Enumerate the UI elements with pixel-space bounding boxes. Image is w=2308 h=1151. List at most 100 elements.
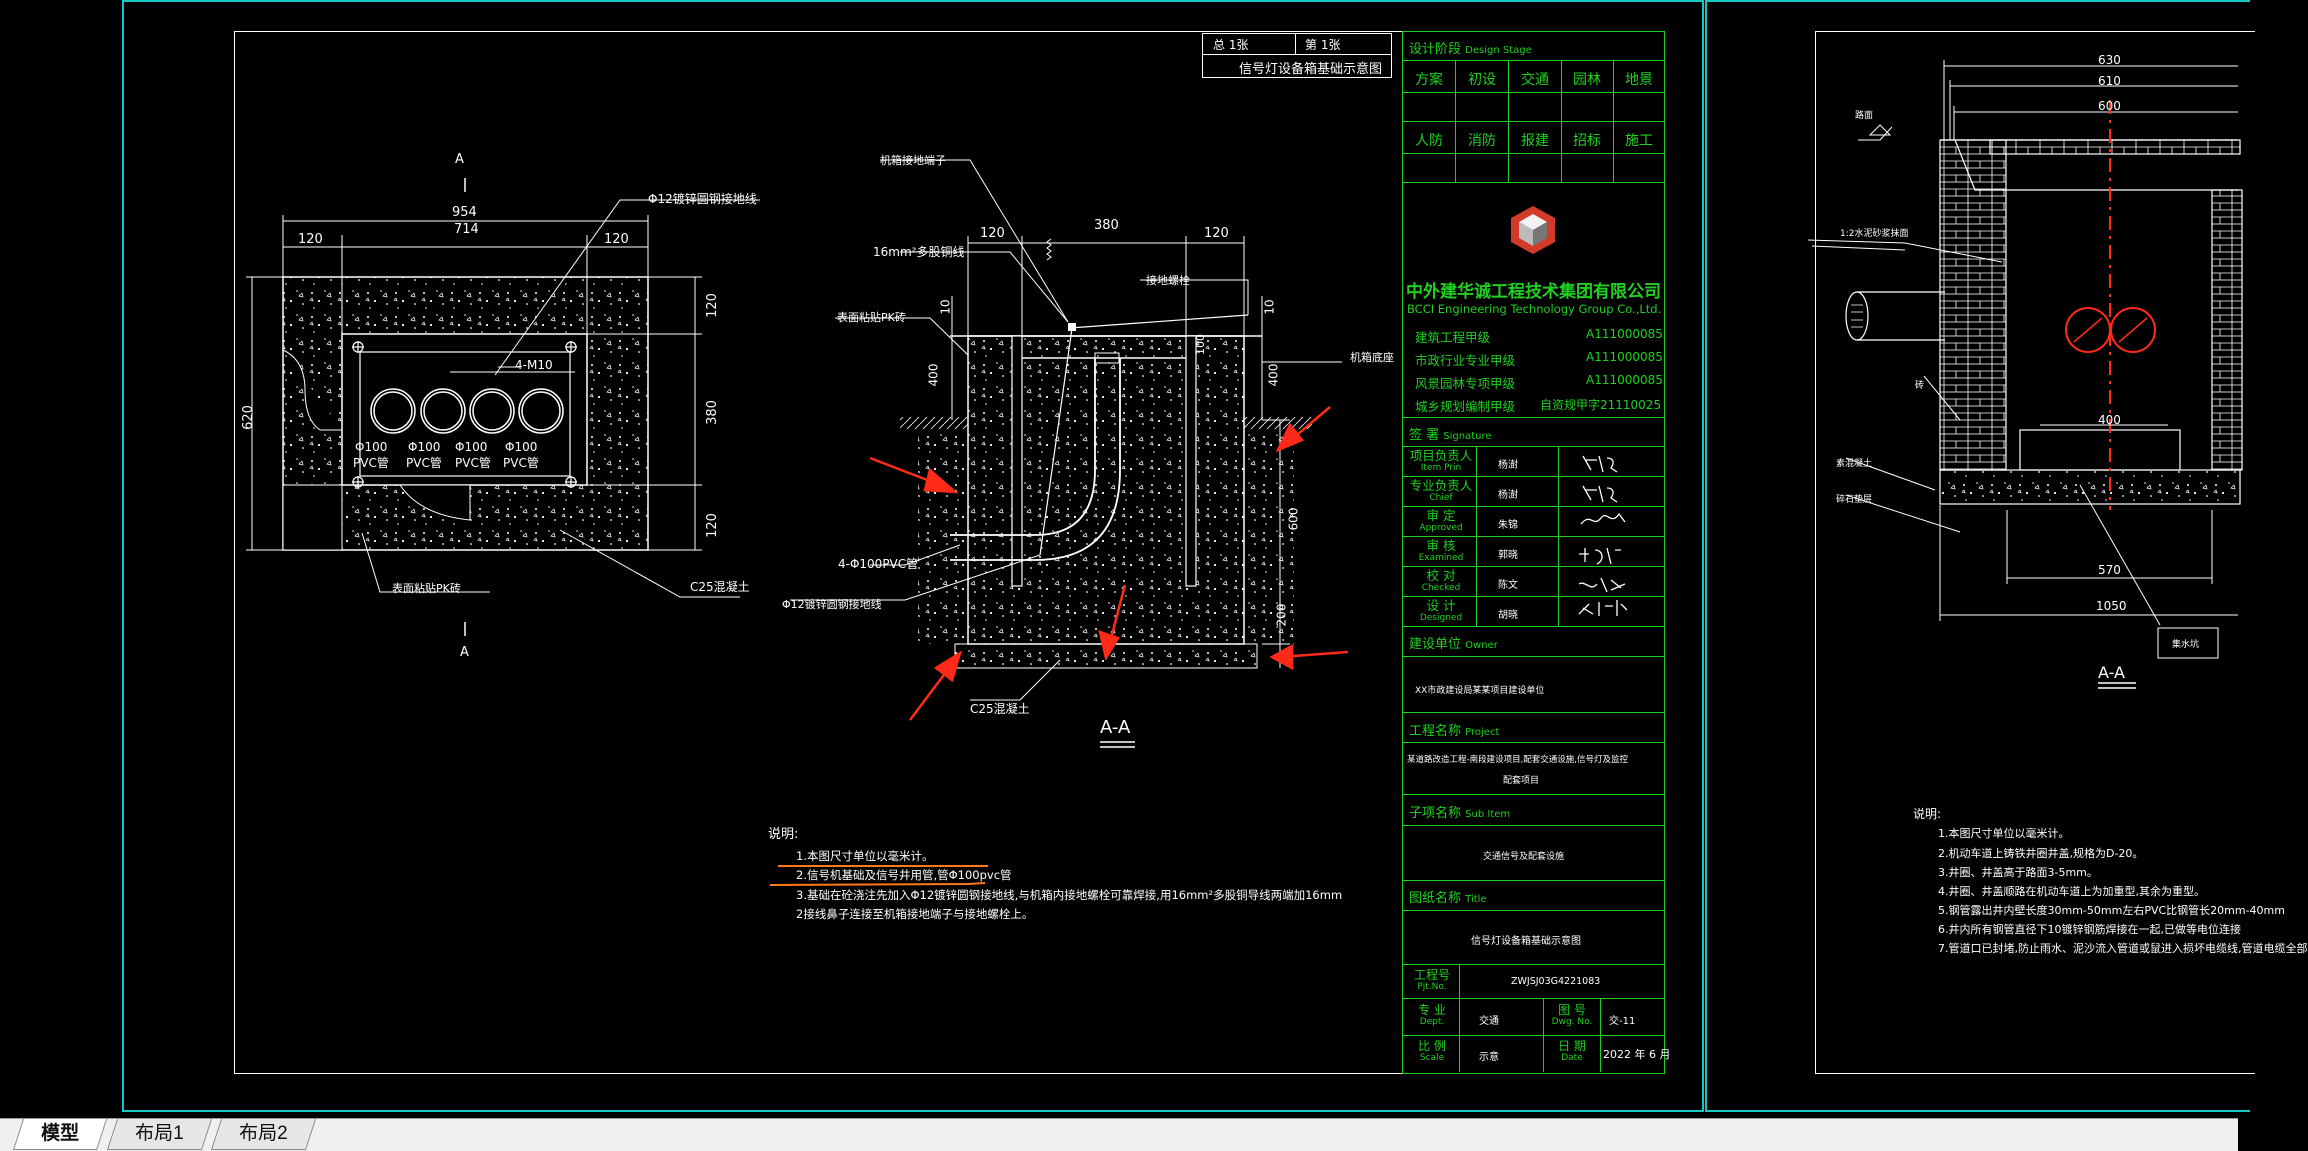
company-name-en: BCCI Engineering Technology Group Co.,Lt… (1407, 302, 1662, 316)
manhole-note-2: 2.机动车道上铸铁井圈井盖,规格为D-20。 (1938, 847, 2144, 860)
manhole-section (1807, 60, 2243, 689)
stage-garden: 园林 (1573, 72, 1601, 88)
qual-4-code: 自资规甲字21110025 (1540, 398, 1662, 412)
manhole-notes-heading: 说明: (1913, 807, 1942, 821)
qual-2-code: A111000085 (1586, 350, 1663, 364)
stage-tender: 招标 (1573, 133, 1601, 149)
date-value: 2022 年 6 月 (1603, 1048, 1671, 1061)
qual-3-code: A111000085 (1586, 373, 1663, 387)
tab-model[interactable]: 模型 (12, 1119, 108, 1150)
section-label-cabinet-bottom: 机箱底座 (1350, 351, 1394, 364)
plan-label-bolts: 4-M10 (515, 358, 553, 372)
section-view (790, 159, 1342, 748)
project-text: 工程名称 (1409, 724, 1462, 739)
sig-name-6: 胡晓 (1498, 610, 1518, 621)
manhole-note-6: 6.井内所有钢管直径下10镀锌钢筋焊接在一起,已做等电位连接 (1938, 923, 2241, 936)
note-3: 3.基础在砼浇注先加入Φ12镀锌圆钢接地线,与机箱内接地螺栓可靠焊接,用16mm… (796, 888, 1343, 902)
stage-fire: 消防 (1468, 133, 1496, 149)
plan-dim-120-left: 120 (298, 232, 323, 247)
sig-name-5: 陈文 (1498, 580, 1518, 591)
section-dim-10-left: 10 (938, 299, 953, 315)
section-dim-120-right: 120 (1204, 226, 1229, 241)
manhole-label-ground: 路面 (1855, 111, 1874, 121)
sub-item-en: Sub Item (1465, 809, 1511, 820)
scale-value: 示意 (1479, 1052, 1499, 1063)
manhole-dim-610: 610 (2098, 74, 2121, 88)
red-annotation-arrows (869, 406, 1349, 721)
section-dim-100: 100 (1194, 334, 1207, 355)
layout-sheet-frame-left (122, 0, 1704, 1112)
signature-en: Signature (1443, 431, 1492, 442)
layout-sheet-frame-right (1705, 0, 2250, 1112)
owner-text: 建设单位 (1409, 637, 1462, 652)
plan-dim-120-top: 120 (704, 293, 720, 318)
stage-traffic: 交通 (1521, 72, 1549, 88)
stage-scheme: 方案 (1415, 72, 1443, 88)
drawing-title-label: 图纸名称 Title (1409, 887, 1487, 906)
project-value-1: 某道路改造工程-南段建设项目,配套交通设施,信号灯及监控 (1407, 755, 1628, 765)
plan-pipe-dia-4: Φ100 (505, 440, 538, 454)
notes-heading: 说明: (768, 827, 799, 842)
manhole-label-box: 集水坑 (2172, 640, 2200, 650)
manhole-label-mortar: 1:2水泥砂浆抹面 (1840, 229, 1909, 239)
cad-drawing[interactable] (0, 0, 2243, 1118)
drawing-header-box: 总 1张 第 1张 信号灯设备箱基础示意图 (1202, 33, 1392, 78)
note-2: 2.信号机基础及信号井用管,管Φ100pvc管 (796, 868, 1012, 882)
plan-pipe-dia-2: Φ100 (408, 440, 441, 454)
sub-item-label: 子项名称 Sub Item (1409, 802, 1510, 821)
plan-label-brick: 表面粘贴PK砖 (392, 582, 461, 595)
plan-dim-380: 380 (704, 400, 720, 425)
manhole-note-4: 4.井圈、井盖顺路在机动车道上为加重型,其余为重型。 (1938, 885, 2205, 898)
tab-layout2[interactable]: 布局2 (210, 1119, 316, 1150)
qual-3-name: 风景园林专项甲级 (1415, 376, 1516, 391)
plan-section-mark-top: A (455, 152, 464, 167)
manhole-dim-400: 400 (2098, 413, 2121, 427)
project-en: Project (1465, 727, 1500, 738)
sig-name-3: 朱锦 (1498, 520, 1518, 531)
tab-layout1[interactable]: 布局1 (106, 1119, 212, 1150)
manhole-dim-570: 570 (2098, 563, 2121, 577)
sheet-title: 信号灯设备箱基础示意图 (1239, 62, 1383, 77)
plan-pipe-dia-1: Φ100 (355, 440, 388, 454)
qual-1-name: 建筑工程甲级 (1415, 330, 1491, 345)
qual-2-name: 市政行业专业甲级 (1415, 353, 1516, 368)
sheet-page: 第 1张 (1305, 38, 1341, 52)
orange-underlines (769, 865, 988, 886)
manhole-note-7: 7.管道口已封堵,防止雨水、泥沙流入管道或鼠进入损坏电缆线,管道电缆全部 (1938, 942, 2308, 955)
signature-scribbles (1578, 455, 1628, 616)
dwg-no-value: 交-11 (1609, 1016, 1636, 1027)
section-dim-380: 380 (1094, 218, 1119, 233)
company-name-cn: 中外建华诚工程技术集团有限公司 (1406, 282, 1661, 302)
drawing-title-en: Title (1465, 894, 1487, 905)
manhole-section-title: A-A (2098, 663, 2125, 682)
section-label-bolt: 接地螺栓 (1146, 274, 1190, 287)
section-label-copper: 16mm²多股铜线 (873, 245, 965, 259)
plan-pipe-label-2: PVC管 (406, 456, 442, 470)
manhole-dim-630: 630 (2098, 53, 2121, 67)
design-stage-text: 设计阶段 (1409, 42, 1462, 57)
stage-landscape: 地景 (1625, 72, 1653, 88)
section-dim-400-left: 400 (926, 363, 941, 387)
section-dim-600: 600 (1286, 507, 1301, 531)
sig-name-1: 杨澍 (1498, 460, 1518, 471)
layout-tab-bar: 模型 布局1 布局2 (0, 1118, 2238, 1151)
stage-construction: 施工 (1625, 133, 1653, 149)
drawing-title-value: 信号灯设备箱基础示意图 (1471, 936, 1581, 947)
plan-label-concrete: C25混凝土 (690, 580, 750, 594)
note-1: 1.本图尺寸单位以毫米计。 (796, 849, 934, 863)
plan-pipe-dia-3: Φ100 (455, 440, 488, 454)
manhole-note-3: 3.井圈、井盖高于路面3-5mm。 (1938, 866, 2098, 879)
owner-en: Owner (1465, 640, 1498, 651)
plan-dim-120-bottom: 120 (704, 513, 720, 538)
manhole-label-base: 素混凝土 (1836, 459, 1873, 469)
company-logo-icon (1511, 206, 1555, 254)
pjt-no-value: ZWJSJ03G4221083 (1511, 976, 1601, 987)
plan-dim-620: 620 (240, 405, 256, 430)
sig-name-4: 郭晓 (1498, 550, 1518, 561)
section-dim-200: 200 (1274, 603, 1289, 627)
